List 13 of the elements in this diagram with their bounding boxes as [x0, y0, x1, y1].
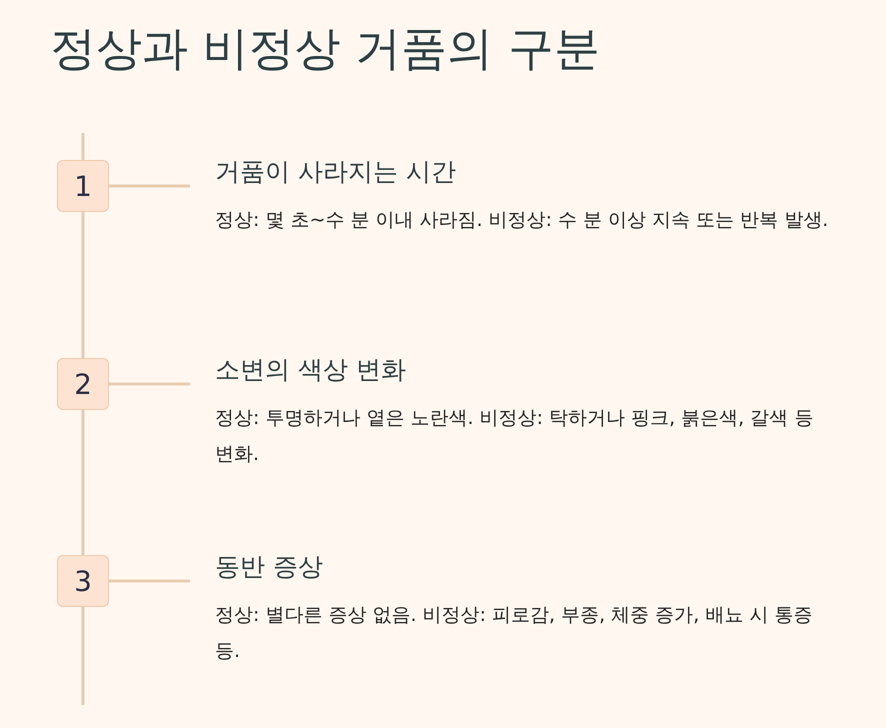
- step-heading: 거품이 사라지는 시간: [215, 156, 457, 188]
- step-description: 정상: 투명하거나 옅은 노란색. 비정상: 탁하거나 핑크, 붉은색, 갈색 등 변화.: [215, 406, 814, 467]
- connector-line: [109, 184, 190, 188]
- step-description: 정상: 몇 초~수 분 이내 사라짐. 비정상: 수 분 이상 지속 또는 반복 발생.: [215, 208, 830, 233]
- connector-line: [109, 580, 190, 582]
- step-number-badge: 1: [57, 160, 109, 212]
- connector-line: [109, 382, 190, 386]
- step-number-badge: 2: [57, 358, 109, 410]
- step-heading: 소변의 색상 변화: [215, 354, 407, 386]
- step-number-badge: 3: [57, 555, 109, 607]
- step-heading: 동반 증상: [215, 551, 324, 583]
- step-description: 정상: 별다른 증상 없음. 비정상: 피로감, 부종, 체중 증가, 배뇨 시 통증 등.: [215, 603, 814, 664]
- title: 정상과 비정상 거품의 구분: [50, 20, 600, 77]
